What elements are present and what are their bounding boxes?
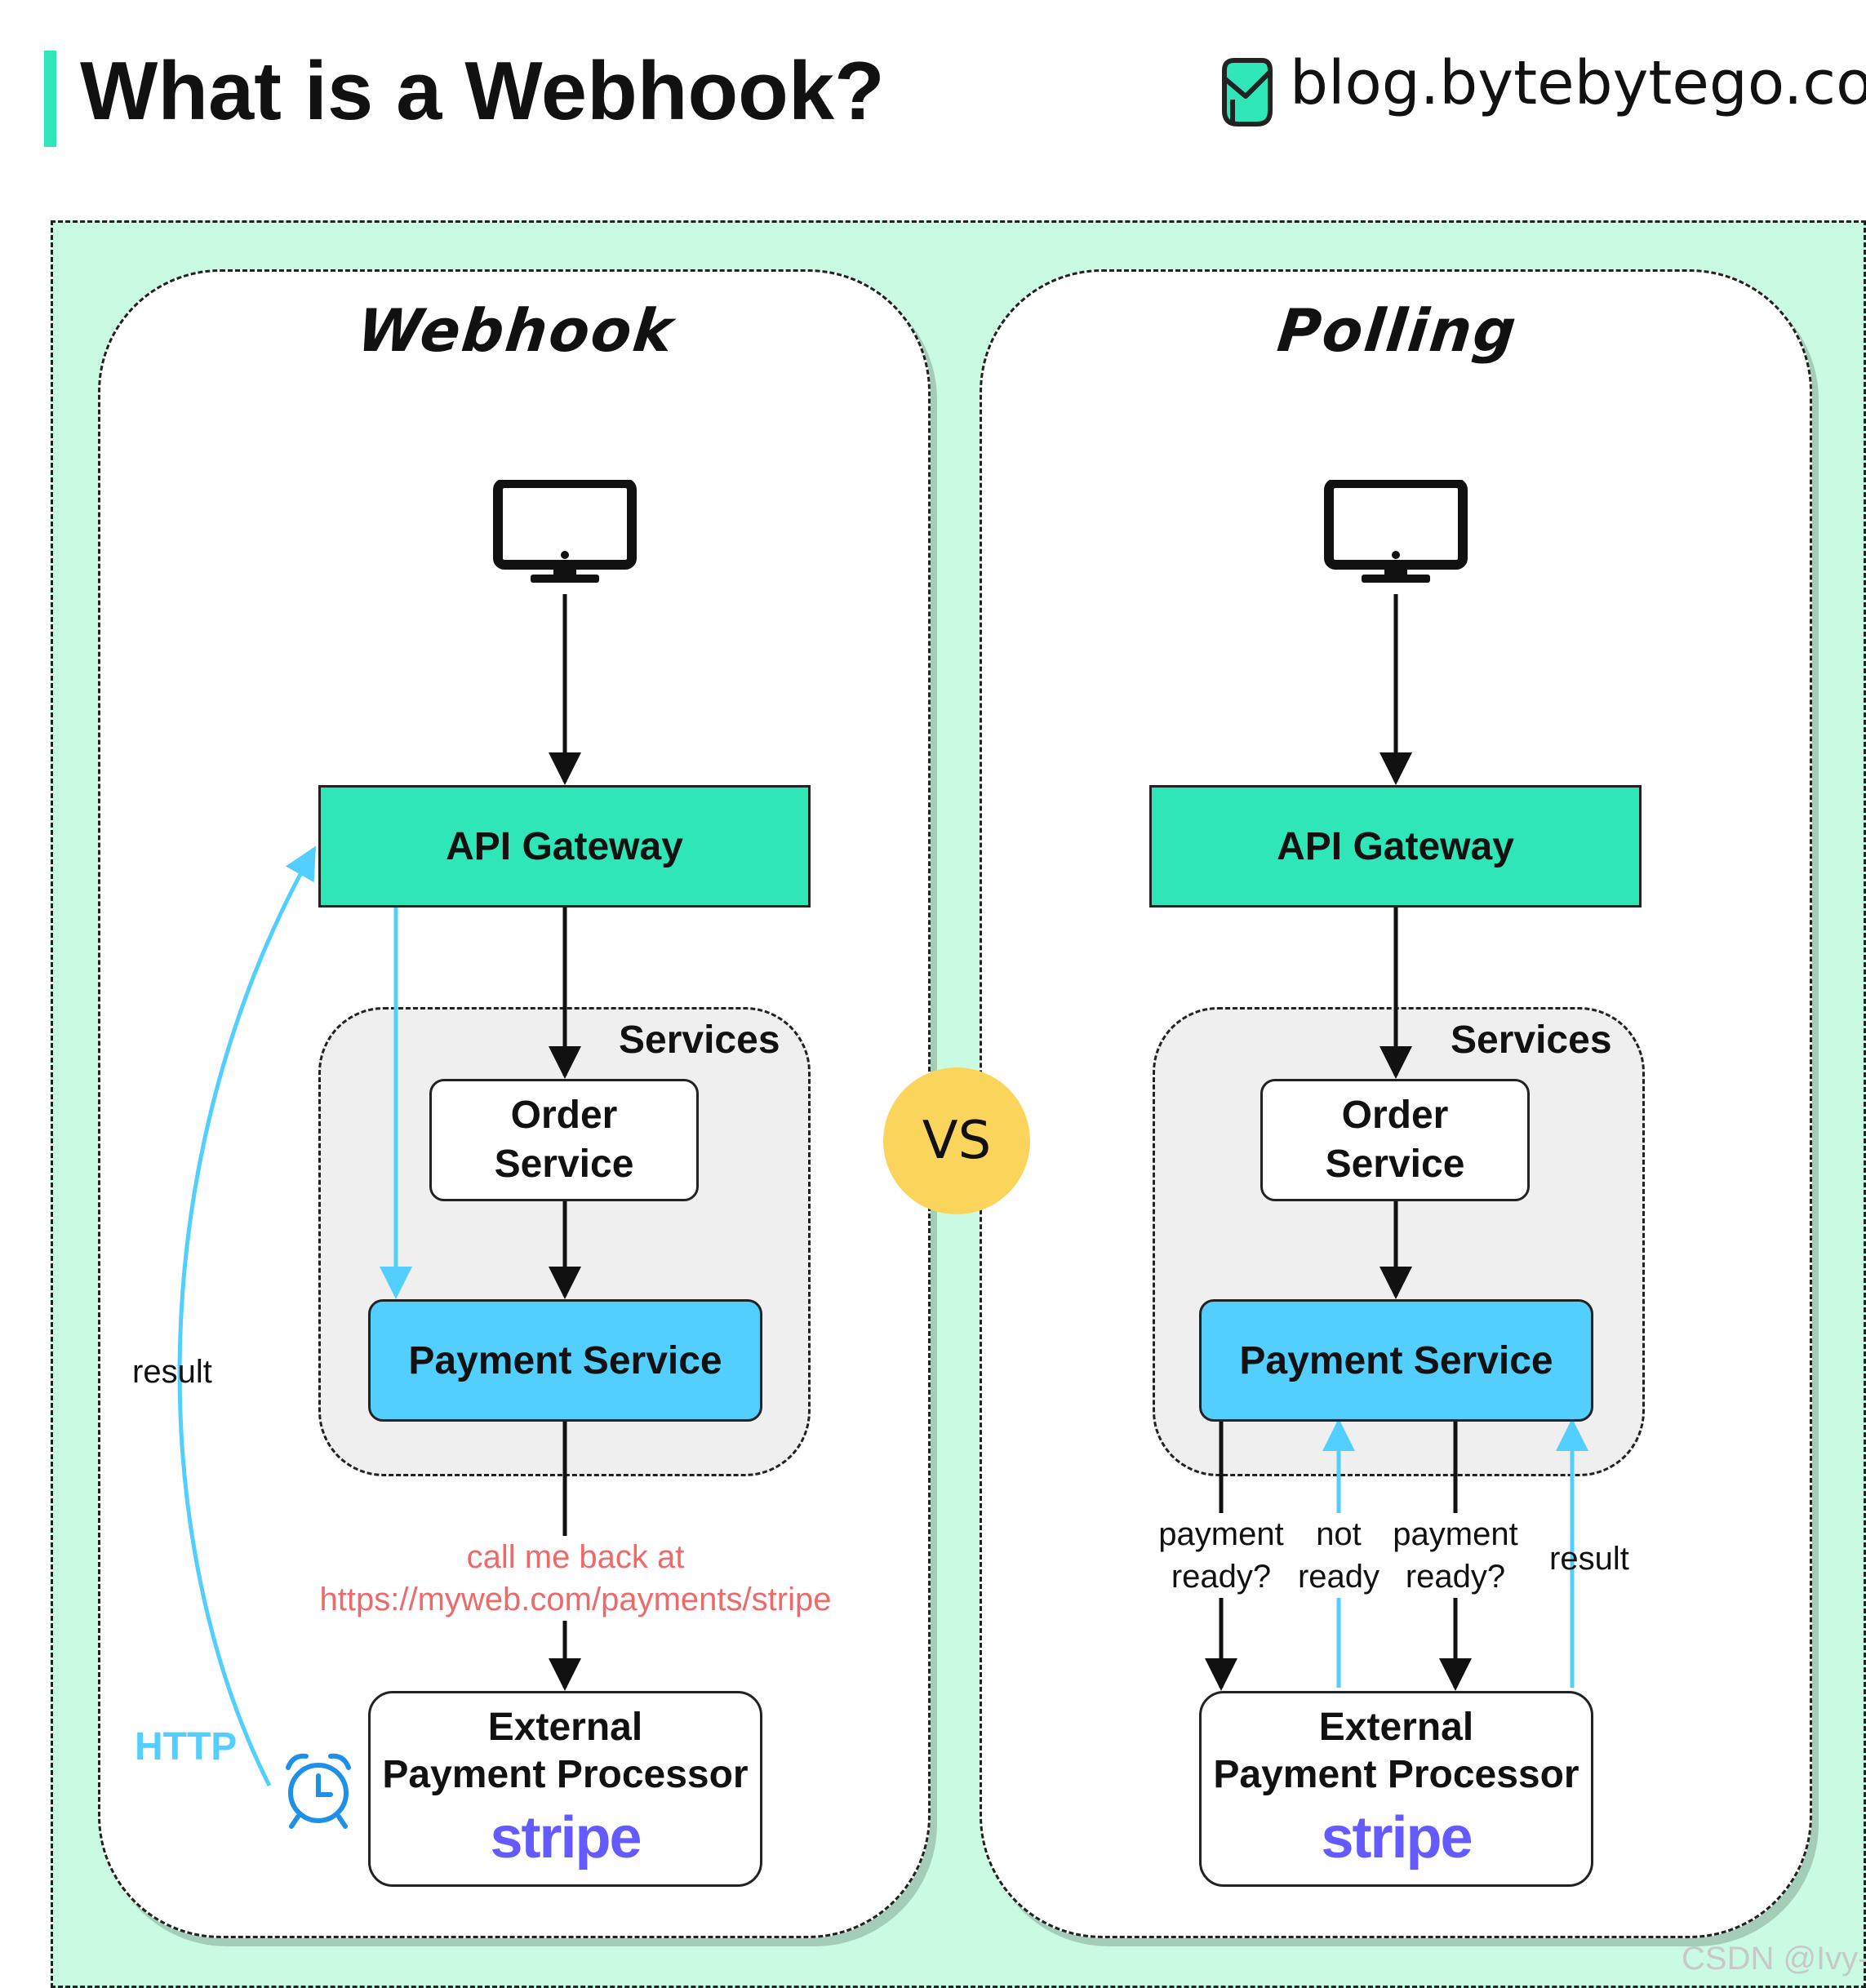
title-accent-bar (44, 51, 56, 147)
watermark: CSDN @Ivy- (1682, 1941, 1866, 1977)
page-title: What is a Webhook? (80, 46, 885, 137)
brand-url: blog.bytebytego.com (1290, 48, 1866, 118)
webhook-services-label: Services (619, 1018, 780, 1062)
webhook-callback-curve (177, 845, 317, 1787)
stripe-logo: stripe (1321, 1805, 1473, 1871)
alarm-clock-icon (286, 1753, 351, 1829)
monitor-icon (1324, 480, 1468, 583)
polling-api-gateway: API Gateway (1149, 785, 1642, 907)
bytebytego-logo-icon (1222, 58, 1273, 126)
webhook-api-gateway: API Gateway (318, 785, 811, 907)
polling-services-label: Services (1451, 1018, 1612, 1062)
monitor-icon (493, 480, 637, 583)
vs-badge: VS (883, 1067, 1030, 1214)
webhook-payment-service: Payment Service (368, 1299, 762, 1422)
polling-payment-service: Payment Service (1199, 1299, 1593, 1422)
stripe-logo: stripe (490, 1805, 642, 1871)
http-label: HTTP (135, 1725, 238, 1768)
result-label: result (132, 1354, 212, 1390)
poll-label-result: result (1549, 1541, 1629, 1577)
